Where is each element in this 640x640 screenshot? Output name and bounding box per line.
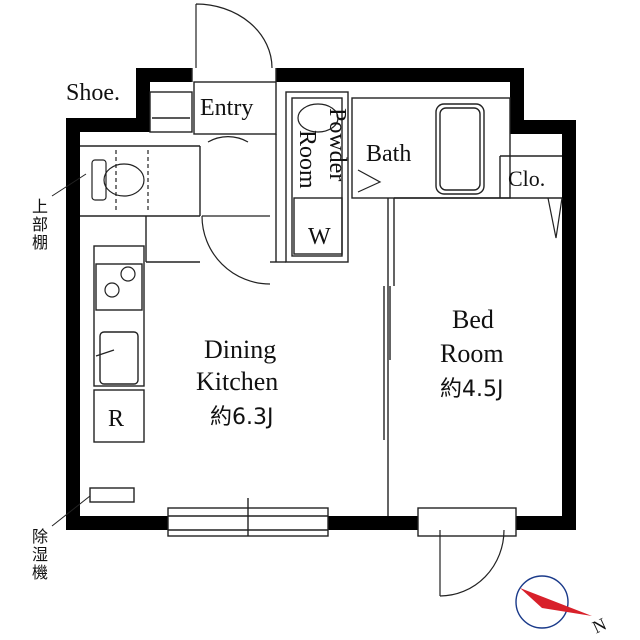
bath-label: Bath	[366, 141, 411, 167]
bedroom-label-2: Room	[440, 339, 504, 368]
exterior-walls	[66, 68, 576, 530]
annotations: 上 部 棚 除 湿 機	[32, 173, 91, 582]
upper-shelf-char-3: 棚	[32, 233, 48, 252]
shoe-label: Shoe.	[66, 80, 120, 106]
dehumidifier-char-2: 湿	[32, 545, 48, 564]
fixtures	[91, 103, 339, 357]
compass-ring	[515, 575, 569, 629]
entry-label: Entry	[200, 95, 253, 121]
door-swings	[195, 3, 563, 597]
dining-kitchen-size: 約6.3J	[210, 405, 273, 430]
powder-room-label-1: Powder	[324, 108, 350, 181]
upper-shelf-char-1: 上	[32, 197, 48, 216]
compass: N	[515, 575, 609, 638]
washer-label: W	[308, 224, 331, 250]
closet-label: Clo.	[508, 166, 545, 191]
dining-kitchen-label-2: Kitchen	[196, 367, 278, 396]
compass-needle	[520, 588, 592, 616]
dining-kitchen-label-1: Dining	[204, 335, 276, 364]
interior-walls	[80, 68, 562, 537]
bedroom-size: 約4.5J	[440, 377, 503, 402]
powder-room-label-2: Room	[294, 130, 320, 189]
refrigerator-label: R	[108, 406, 124, 432]
room-labels: Shoe. Entry Powder Room W Bath Clo. Dini…	[66, 80, 545, 432]
upper-shelf-char-2: 部	[32, 215, 48, 234]
dehumidifier-char-1: 除	[32, 527, 48, 546]
dehumidifier-char-3: 機	[32, 563, 48, 582]
compass-north-label: N	[589, 614, 609, 638]
bedroom-label-1: Bed	[452, 305, 494, 334]
